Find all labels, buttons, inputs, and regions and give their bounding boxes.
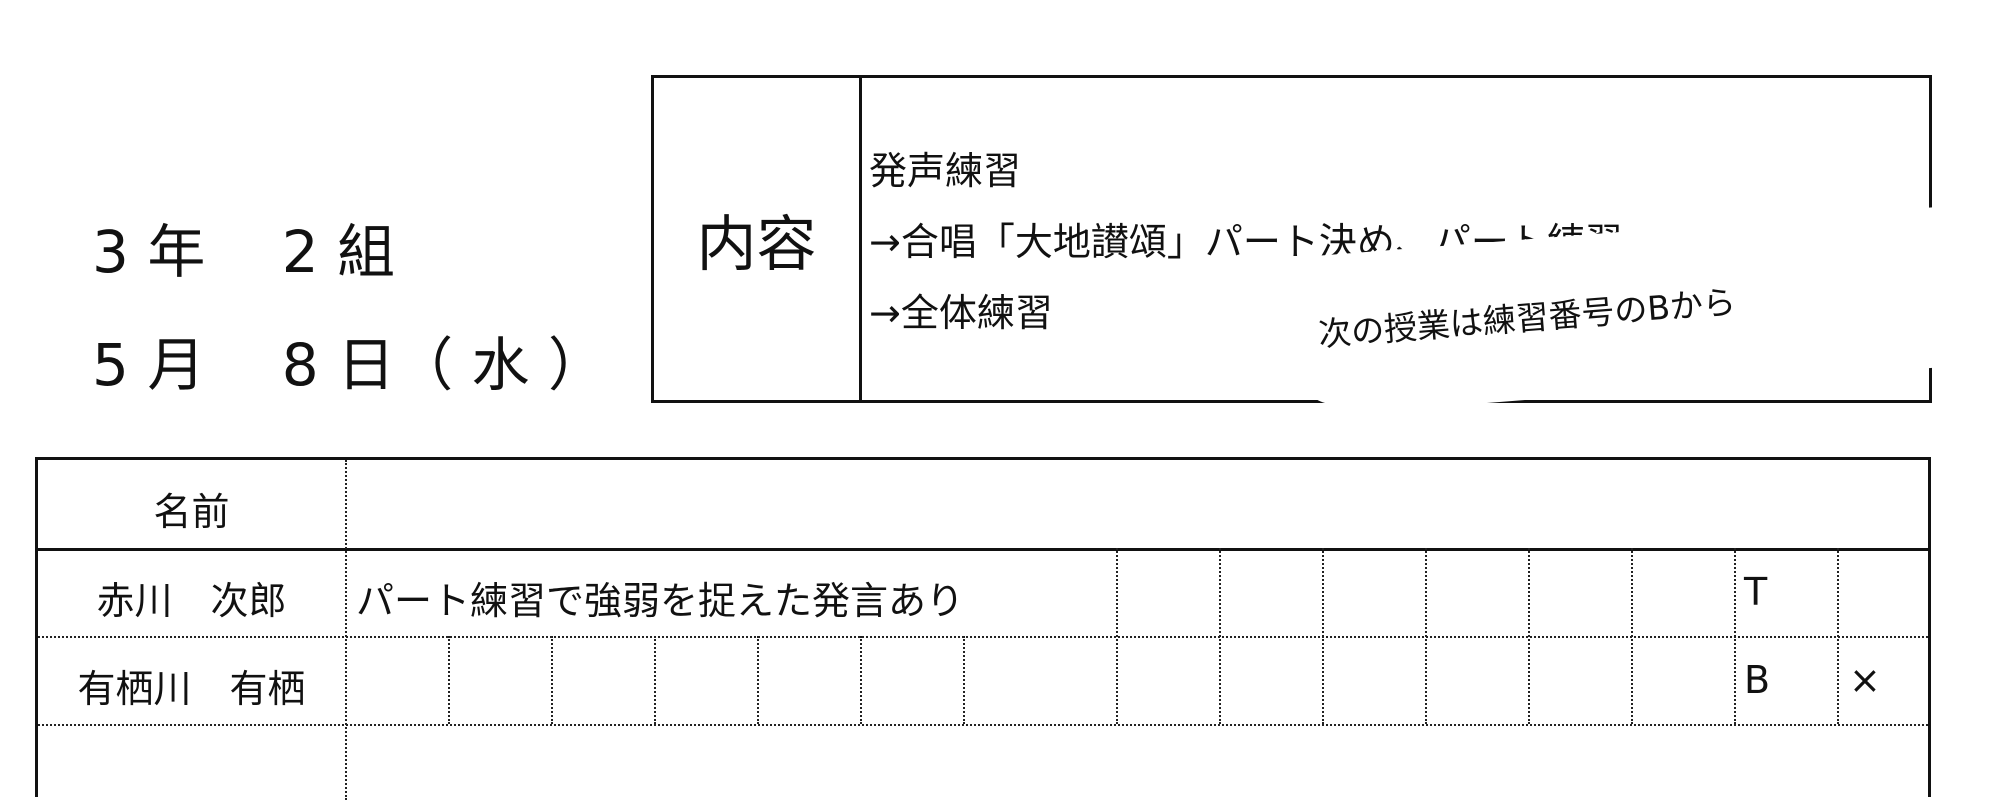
table-row-divider xyxy=(38,636,1928,638)
cell-divider xyxy=(1734,548,1736,724)
student-name: 赤川 次郎 xyxy=(96,579,287,623)
student-mark: × xyxy=(1849,658,1881,702)
cell-divider xyxy=(757,636,759,724)
cell-divider xyxy=(1116,548,1118,724)
student-name: 有栖川 有栖 xyxy=(77,667,306,711)
content-divider xyxy=(859,78,862,400)
table-row-divider xyxy=(38,724,1928,726)
date-label: 5 月 8 日（ 水 ） xyxy=(92,331,606,399)
student-mark: B xyxy=(1744,658,1771,702)
class-label: 3 年 2 組 xyxy=(92,218,396,286)
cell-divider xyxy=(963,636,965,724)
cell-divider xyxy=(1219,548,1221,724)
student-mark: T xyxy=(1744,570,1768,614)
name-column-header: 名前 xyxy=(153,490,230,534)
cell-divider xyxy=(448,636,450,724)
content-line-1: 発声練習 xyxy=(869,149,1022,193)
student-record-table: 名前 赤川 次郎 パート練習で強弱を捉えた発言あり T 有栖川 有栖 B × xyxy=(35,457,1931,800)
cell-divider xyxy=(551,636,553,724)
cell-divider xyxy=(1631,548,1633,724)
student-comment: パート練習で強弱を捉えた発言あり xyxy=(356,579,965,623)
cell-divider xyxy=(1322,548,1324,724)
cell-divider xyxy=(1528,548,1530,724)
cell-divider xyxy=(860,636,862,724)
table-row-divider xyxy=(38,548,1928,551)
content-line-3: →全体練習 xyxy=(869,291,1053,335)
name-column-divider xyxy=(345,460,347,800)
cell-divider xyxy=(1425,548,1427,724)
content-heading: 内容 xyxy=(696,209,817,280)
cell-divider xyxy=(1837,548,1839,724)
cell-divider xyxy=(654,636,656,724)
